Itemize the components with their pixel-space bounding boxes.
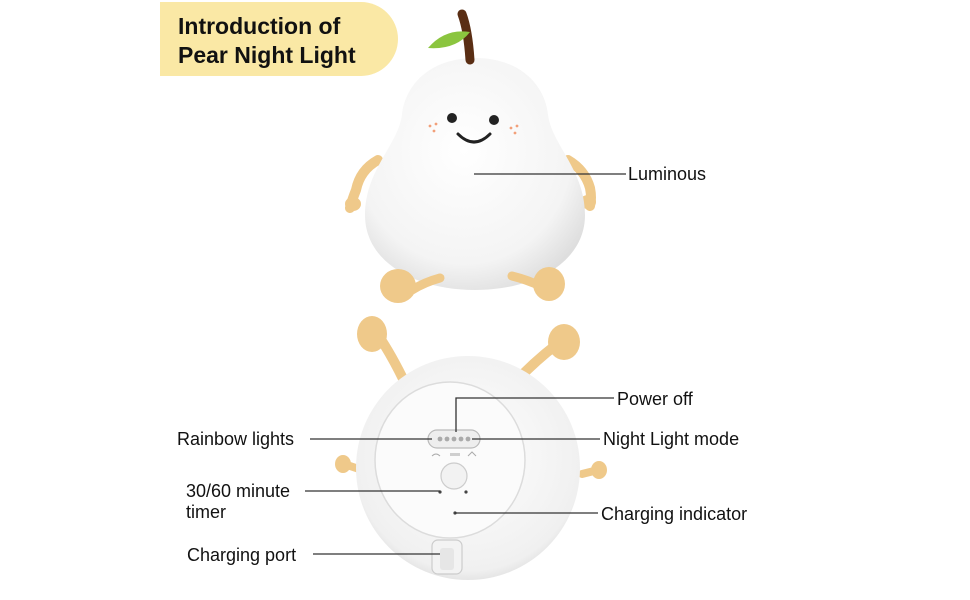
smile: [456, 132, 492, 144]
leader-lines: [305, 397, 614, 555]
label-timer-line-1: 30/60 minute: [186, 481, 291, 501]
timer-button[interactable]: [440, 462, 468, 490]
label-night-light-mode: Night Light mode: [603, 429, 740, 449]
pear-bottom-view: [335, 316, 607, 580]
blush-dots: [428, 122, 519, 135]
title-line-1: Introduction of: [178, 13, 341, 39]
label-charging-port: Charging port: [187, 545, 297, 565]
left-eye: [447, 113, 457, 123]
bottom-right-foot: [548, 324, 580, 360]
off-mark: [450, 453, 460, 456]
night-mark-icon: [467, 451, 477, 457]
switch-grip-dots: [437, 436, 471, 442]
label-charging-indicator: Charging indicator: [601, 504, 748, 524]
pear-leaf: [428, 31, 470, 49]
label-power-off: Power off: [617, 389, 693, 409]
title-badge: Introduction of Pear Night Light: [160, 2, 398, 76]
title-line-2: Pear Night Light: [178, 42, 356, 68]
pear-front-view: [345, 9, 596, 303]
timer-60-dot: [464, 490, 468, 494]
base-inner-plate: [374, 381, 526, 539]
label-timer: 30/60 minute timer: [186, 481, 316, 523]
rainbow-mark-icon: [431, 453, 441, 457]
right-foot: [533, 267, 565, 301]
label-rainbow-lights: Rainbow lights: [177, 429, 295, 449]
label-luminous: Luminous: [628, 164, 707, 184]
bottom-left-hand: [335, 455, 351, 473]
label-timer-line-2: timer: [186, 502, 226, 522]
leader-power-off: [455, 397, 614, 432]
left-foot: [380, 269, 416, 303]
bottom-left-foot: [357, 316, 387, 352]
charging-port-inner: [440, 548, 454, 570]
bottom-right-hand: [591, 461, 607, 479]
left-hand: [345, 197, 361, 211]
right-eye: [489, 115, 499, 125]
